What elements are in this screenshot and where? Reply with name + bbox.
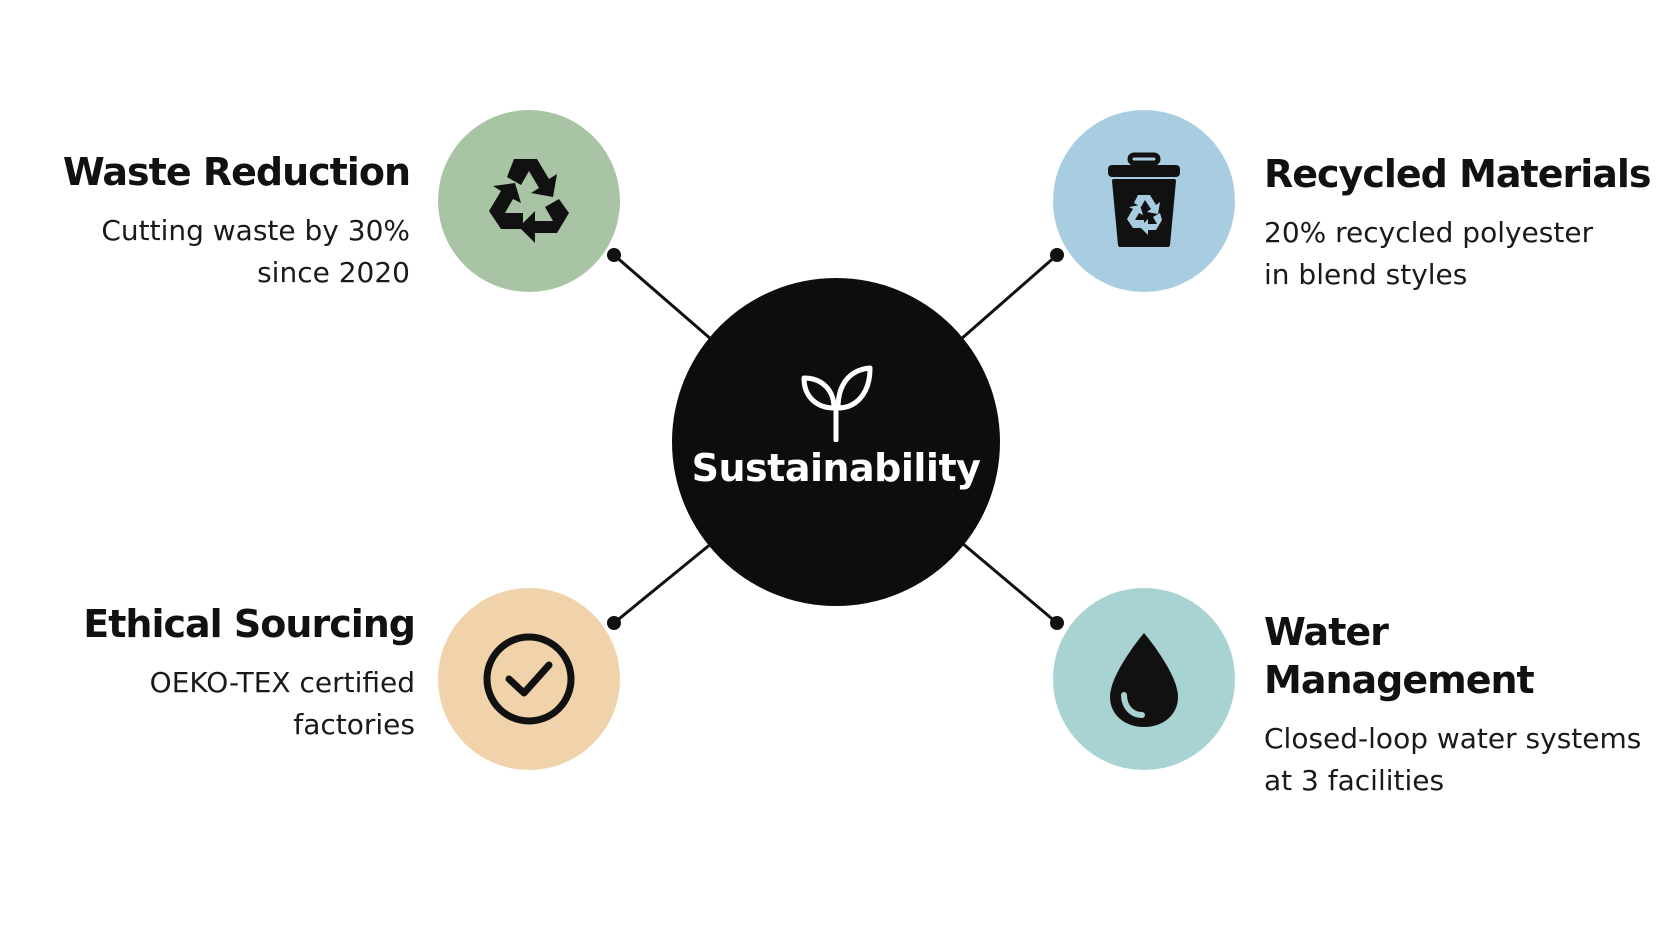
hub-label: Sustainability xyxy=(691,446,981,490)
recycling-bin-icon xyxy=(1108,152,1180,247)
heading-recycled-materials: Recycled Materials xyxy=(1264,152,1652,196)
check-circle-icon xyxy=(483,633,575,725)
desc-ethical-sourcing: OEKO-TEX certified factories xyxy=(149,666,415,741)
text-water-management: Water Management Closed-loop water syste… xyxy=(1264,608,1664,802)
water-drop-icon xyxy=(1110,633,1178,727)
desc-recycled-materials: 20% recycled polyester in blend styles xyxy=(1264,216,1594,291)
node-water-management xyxy=(1053,588,1235,770)
connector-dot-ethical xyxy=(607,616,621,630)
connector-waste xyxy=(613,253,713,342)
desc-water-management: Closed-loop water systems at 3 facilitie… xyxy=(1264,722,1642,797)
heading-ethical-sourcing: Ethical Sourcing xyxy=(83,602,416,646)
hub-circle: Sustainability xyxy=(672,278,1000,606)
connector-dot-recycled xyxy=(1050,248,1064,262)
text-ethical-sourcing: Ethical Sourcing OEKO-TEX certified fact… xyxy=(0,600,416,746)
heading-water-management: Water Management xyxy=(1264,610,1535,702)
recycle-icon xyxy=(489,159,569,243)
node-ethical-sourcing xyxy=(438,588,620,770)
node-recycled-materials xyxy=(1053,110,1235,292)
connector-dot-waste xyxy=(607,248,621,262)
connector-recycled xyxy=(959,253,1058,342)
connector-water xyxy=(961,541,1058,625)
connector-ethical xyxy=(613,541,713,625)
text-recycled-materials: Recycled Materials 20% recycled polyeste… xyxy=(1264,150,1672,296)
heading-waste-reduction: Waste Reduction xyxy=(62,150,411,194)
text-waste-reduction: Waste Reduction Cutting waste by 30% sin… xyxy=(0,148,411,294)
node-waste-reduction xyxy=(438,110,620,292)
sprout-icon xyxy=(801,365,873,442)
connector-dot-water xyxy=(1050,616,1064,630)
desc-waste-reduction: Cutting waste by 30% since 2020 xyxy=(101,214,410,289)
